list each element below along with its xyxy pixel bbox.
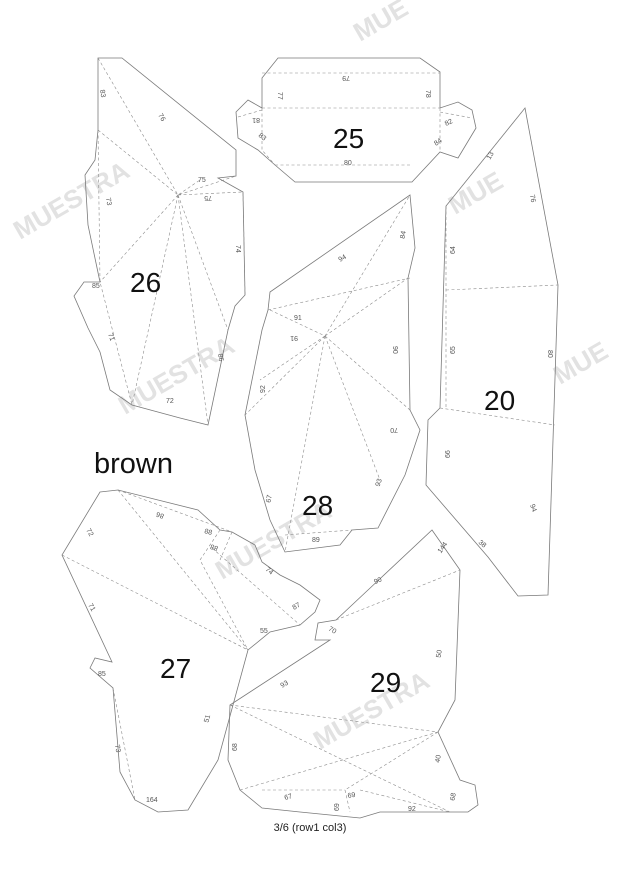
edge-label: 86 [155, 510, 165, 519]
piece-number: 29 [370, 667, 401, 698]
piece-number: 25 [333, 123, 364, 154]
edge-label: 73 [113, 744, 121, 753]
edge-label: 82 [444, 118, 454, 128]
piece-25: 79 77 78 81 83 82 84 80 25 [235, 57, 477, 183]
piece-27: 72 86 88 88 74 71 87 55 85 73 51 164 27 [61, 489, 321, 813]
watermarks: MUE MUESTRA MUE MUESTRA MUE MUESTRA MUES… [8, 0, 613, 755]
edge-label: 91 [290, 334, 298, 341]
edge-label: 88 [209, 542, 219, 551]
edge-label: 89 [312, 537, 320, 544]
piece-29: 144 90 70 50 93 68 40 67 69 69 92 68 29 [227, 529, 479, 819]
edge-label: 86 [216, 353, 224, 362]
piece-number: 27 [160, 653, 191, 684]
edge-label: 51 [203, 714, 212, 723]
watermark-top: MUE [348, 0, 413, 47]
edge-label: 72 [166, 398, 174, 405]
edge-label: 65 [450, 346, 457, 354]
edge-label: 70 [390, 426, 398, 433]
edge-label: 84 [433, 137, 443, 147]
edge-label: 91 [294, 315, 302, 322]
edge-label: 70 [327, 626, 337, 636]
edge-label: 72 [84, 528, 94, 538]
edge-label: 83 [98, 89, 106, 98]
piece-number: 26 [130, 267, 161, 298]
edge-label: 85 [92, 283, 100, 290]
edge-label: 93 [280, 680, 290, 690]
color-label: brown [94, 448, 173, 480]
edge-label: 78 [424, 90, 431, 98]
page-footer: 3/6 (row1 col3) [273, 822, 347, 834]
edge-label: 67 [284, 793, 293, 802]
edge-label: 76 [528, 194, 536, 203]
edge-label: 164 [146, 797, 158, 804]
edge-label: 144 [437, 541, 449, 555]
edge-label: 94 [338, 254, 348, 264]
edge-label: 66 [445, 450, 452, 458]
watermark-left: MUESTRA [8, 155, 135, 245]
edge-label: 77 [276, 92, 283, 100]
edge-label: 90 [373, 576, 383, 586]
edge-label: 13 [486, 151, 496, 161]
edge-label: 68 [450, 792, 458, 801]
edge-label: 50 [436, 649, 444, 658]
edge-label: 75 [198, 177, 206, 184]
piece-26: 83 76 75 73 75 74 85 71 86 72 26 [73, 57, 246, 426]
edge-label: 93 [375, 478, 384, 488]
edge-label: 90 [391, 346, 398, 354]
edge-label: 68 [232, 743, 239, 751]
edge-label: 94 [528, 503, 537, 513]
watermark-right-top: MUE [443, 165, 508, 220]
edge-label: 69 [334, 803, 341, 811]
piece-number: 28 [302, 490, 333, 521]
piece-20: 13 76 64 65 80 66 94 38 20 [425, 107, 559, 597]
edge-label: 92 [408, 806, 416, 813]
edge-label: 87 [292, 602, 302, 612]
edge-label: 76 [156, 113, 166, 123]
edge-label: 84 [400, 230, 408, 239]
edge-label: 38 [477, 539, 488, 549]
edge-label: 79 [342, 74, 350, 81]
watermark-right-mid: MUE [548, 335, 613, 390]
edge-label: 69 [347, 792, 356, 800]
edge-label: 67 [266, 494, 274, 503]
edge-label: 80 [546, 350, 553, 358]
edge-label: 74 [264, 566, 275, 576]
edge-label: 85 [98, 671, 106, 678]
edge-label: 88 [203, 528, 212, 537]
edge-label: 71 [86, 603, 96, 613]
edge-label: 92 [260, 385, 267, 393]
edge-label: 71 [106, 332, 115, 342]
edge-label: 64 [450, 246, 457, 254]
edge-label: 75 [204, 194, 212, 201]
edge-label: 80 [344, 160, 352, 167]
edge-label: 81 [252, 116, 260, 123]
piece-number: 20 [484, 385, 515, 416]
edge-label: 74 [234, 245, 241, 253]
edge-label: 55 [260, 628, 268, 635]
edge-label: 83 [257, 132, 268, 142]
edge-label: 40 [435, 754, 443, 763]
watermark-center: MUESTRA [113, 330, 240, 420]
piece-28: 84 94 91 91 90 92 70 93 67 89 28 [244, 194, 421, 553]
edge-label: 73 [104, 197, 112, 206]
